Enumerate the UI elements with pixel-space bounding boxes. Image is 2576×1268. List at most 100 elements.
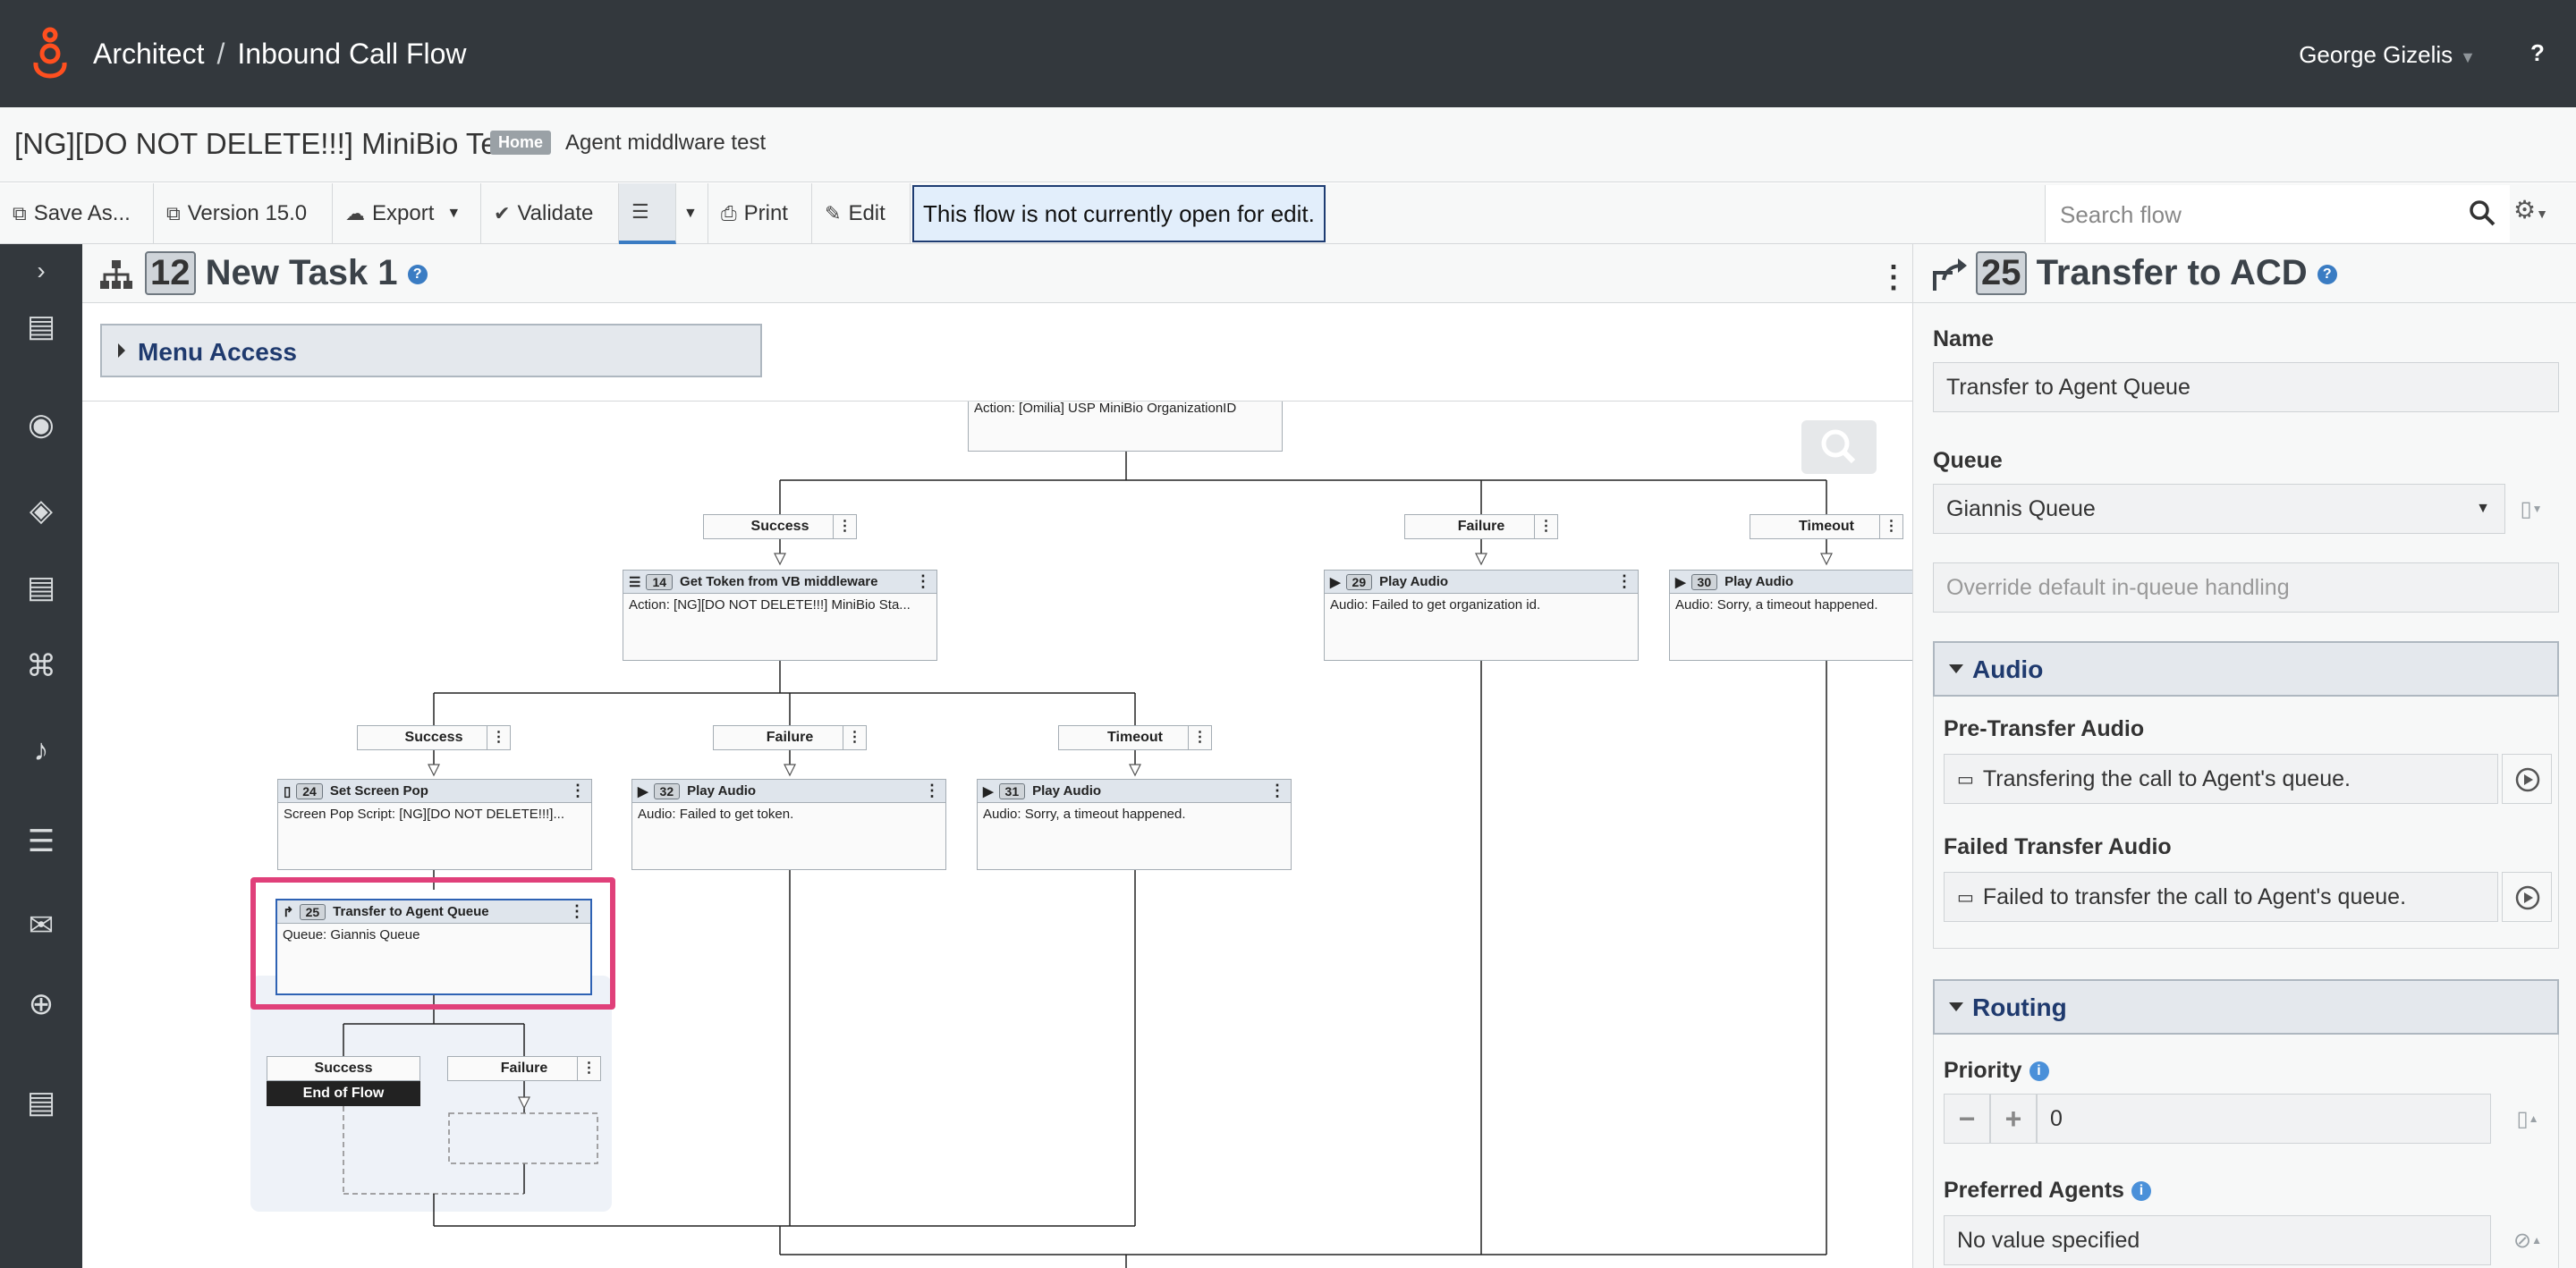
document-icon[interactable]: ▤ — [26, 309, 56, 343]
search-icon[interactable] — [2467, 198, 2497, 228]
task-header: 12 New Task 1 ? — [82, 244, 1912, 303]
kebab-icon[interactable]: ⋮ — [1269, 782, 1285, 799]
flow-canvas[interactable]: Action: [Omilia] USP MiniBio Organizatio… — [82, 401, 1912, 1268]
end-of-flow[interactable]: End of Flow — [267, 1081, 420, 1106]
edit-button[interactable]: ✎Edit — [812, 183, 911, 244]
branch-failure[interactable]: Failure⋮ — [447, 1056, 601, 1081]
branch-timeout[interactable]: Timeout⋮ — [1750, 514, 1903, 539]
gear-icon[interactable]: ⚙▼ — [2513, 196, 2548, 224]
routing-section-header[interactable]: Routing — [1933, 979, 2559, 1035]
kebab-icon[interactable]: ⋮ — [915, 572, 931, 590]
help-icon[interactable]: ? — [2317, 265, 2337, 285]
lifebuoy-icon[interactable]: ⊕ — [28, 987, 55, 1021]
search-flow-input[interactable]: Search flow — [2045, 185, 2510, 242]
chat-icon[interactable]: ✉ — [28, 909, 55, 943]
failed-transfer-audio-field[interactable]: ▭Failed to transfer the call to Agent's … — [1944, 872, 2498, 922]
branch-failure[interactable]: Failure⋮ — [1404, 514, 1558, 539]
name-field[interactable]: Transfer to Agent Queue — [1933, 362, 2559, 412]
priority-input[interactable]: 0 — [2037, 1094, 2491, 1144]
user-menu[interactable]: George Gizelis ▼ — [2299, 41, 2476, 69]
info-icon[interactable]: i — [2131, 1181, 2151, 1202]
save-as-label: Save As... — [33, 201, 131, 225]
kebab-icon[interactable]: ⋮ — [1879, 515, 1902, 538]
play-pre-transfer-button[interactable] — [2502, 754, 2552, 804]
node-number: 25 — [299, 903, 326, 920]
menu-access-label: Menu Access — [138, 338, 297, 366]
kebab-icon[interactable]: ⋮ — [843, 726, 866, 749]
script-icon[interactable]: ▤ — [26, 571, 56, 604]
expression-mode-icon[interactable]: ▯▼ — [2520, 496, 2543, 521]
genesys-logo[interactable] — [30, 27, 70, 82]
version-button[interactable]: ⧉Version 15.0 — [154, 183, 333, 244]
preferred-agents-field[interactable]: No value specified — [1944, 1215, 2491, 1265]
save-as-button[interactable]: ⧉Save As... — [0, 183, 154, 244]
validate-button[interactable]: ✔Validate — [481, 183, 619, 244]
audio-section-header[interactable]: Audio — [1933, 641, 2559, 697]
expression-mode-icon[interactable]: ▯▲ — [2516, 1106, 2539, 1131]
no-value-icon[interactable]: ⊘▲ — [2513, 1228, 2542, 1253]
microphone-icon[interactable]: ♪ — [33, 733, 49, 767]
translate-icon[interactable]: ⌘ — [26, 649, 56, 683]
kebab-icon[interactable]: ⋮ — [833, 515, 856, 538]
action-type: Transfer to ACD — [2036, 253, 2308, 292]
kebab-icon[interactable]: ⋮ — [570, 782, 586, 799]
queue-label: Queue — [1933, 448, 2003, 473]
kebab-icon[interactable]: ⋮ — [1534, 515, 1557, 538]
node-body: Action: [NG][DO NOT DELETE!!!] MiniBio S… — [629, 597, 911, 613]
print-button[interactable]: ⎙Print — [708, 183, 812, 244]
pre-transfer-audio-field[interactable]: ▭Transfering the call to Agent's queue. — [1944, 754, 2498, 804]
branch-label: Timeout — [1107, 730, 1163, 745]
priority-increment-button[interactable]: + — [1990, 1094, 2037, 1144]
node-number: 29 — [1345, 573, 1373, 590]
caret-down-icon — [1949, 664, 1963, 673]
caret-down-icon: ▼ — [2460, 48, 2476, 66]
user-name: George Gizelis — [2299, 41, 2453, 68]
branch-failure[interactable]: Failure⋮ — [713, 725, 867, 750]
kebab-icon[interactable]: ⋮ — [569, 902, 585, 920]
kebab-icon[interactable]: ⋮ — [487, 726, 510, 749]
organization-id-node[interactable]: Action: [Omilia] USP MiniBio Organizatio… — [968, 402, 1283, 452]
node-body: Audio: Sorry, a timeout happened. — [1675, 597, 1878, 613]
ticket-icon[interactable]: ◈ — [29, 494, 54, 528]
branch-success[interactable]: Success⋮ — [703, 514, 857, 539]
override-handling-field[interactable]: Override default in-queue handling — [1933, 562, 2559, 613]
chevron-right-icon[interactable]: › — [37, 257, 46, 284]
database-icon[interactable]: ☰ — [27, 824, 55, 858]
export-button[interactable]: ☁Export▼ — [333, 183, 481, 244]
info-icon[interactable]: i — [2029, 1061, 2049, 1082]
menu-access-section[interactable]: Menu Access — [100, 324, 762, 377]
queue-select[interactable]: Giannis Queue ▼ — [1933, 484, 2505, 534]
kebab-icon[interactable]: ⋮ — [1188, 726, 1211, 749]
failed-transfer-audio-label: Failed Transfer Audio — [1944, 834, 2172, 859]
kebab-icon[interactable]: ⋮ — [924, 782, 940, 799]
breadcrumb-architect[interactable]: Architect — [93, 38, 205, 70]
task-kebab-menu-icon[interactable]: ⋮ — [1878, 260, 1909, 294]
node-number: 30 — [1690, 573, 1718, 590]
share-icon: ↱ — [283, 904, 294, 920]
play-failed-transfer-button[interactable] — [2502, 872, 2552, 922]
branch-timeout[interactable]: Timeout ⋮ — [1058, 725, 1212, 750]
kebab-icon[interactable]: ⋮ — [1616, 572, 1632, 590]
globe-icon[interactable]: ◉ — [28, 408, 55, 442]
kebab-icon[interactable]: ⋮ — [577, 1057, 600, 1080]
branch-success[interactable]: Success — [267, 1056, 420, 1081]
help-icon[interactable]: ? — [2530, 39, 2545, 66]
caret-down-icon — [1949, 1002, 1963, 1011]
help-icon[interactable]: ? — [407, 265, 428, 285]
view-dropdown-button[interactable]: ▼ — [676, 183, 708, 244]
branch-success[interactable]: Success⋮ — [357, 725, 511, 750]
play-circle-icon: ▶ — [638, 783, 648, 799]
play-circle-icon: ▶ — [1675, 574, 1686, 590]
outline-view-button[interactable]: ☰ — [619, 183, 676, 244]
priority-decrement-button[interactable]: − — [1944, 1094, 1990, 1144]
properties-header: 25 Transfer to ACD ? — [1913, 244, 2576, 303]
list-icon[interactable]: ▤ — [26, 1086, 56, 1120]
zoom-button[interactable] — [1801, 420, 1877, 474]
